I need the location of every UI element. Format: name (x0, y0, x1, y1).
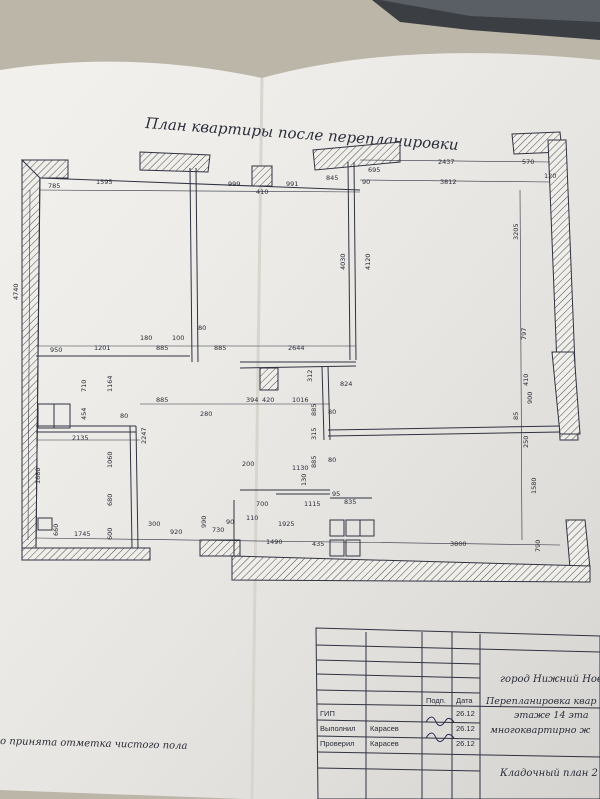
dim-label: 920 (170, 528, 182, 536)
dim-label: 1201 (94, 344, 111, 352)
dim-label: 410 (522, 374, 530, 386)
dim-label: 4120 (364, 253, 372, 270)
dim-label: 1595 (96, 178, 113, 186)
dimension-lines (27, 159, 561, 546)
dim-label: 700 (256, 500, 268, 508)
dimension-labels: 785 1595 999 410 991 845 695 2437 570 90… (12, 158, 556, 552)
dim-label: 790 (534, 540, 542, 552)
dim-label: 600 (106, 528, 114, 540)
name-performed: Карасев (370, 724, 399, 733)
dim-label: 280 (200, 410, 212, 418)
dim-label: 2135 (72, 434, 89, 442)
dim-label: 315 (310, 428, 318, 440)
column (259, 367, 279, 391)
interior-walls (35, 161, 561, 556)
dim-label: 300 (148, 520, 160, 528)
dim-label: 824 (340, 380, 352, 388)
date-performed: 26.12 (456, 724, 475, 733)
dim-label: 394 (246, 396, 258, 404)
dim-label: 991 (286, 180, 298, 188)
dim-label: 1130 (292, 464, 309, 472)
dim-label: 80 (328, 456, 336, 464)
dim-label: 680 (106, 494, 114, 506)
sheet-name: Кладочный план 2 (499, 768, 598, 779)
dim-label: 660 (52, 524, 60, 536)
dim-label: 1580 (530, 477, 538, 494)
dim-label: 120 (544, 172, 556, 180)
dim-label: 312 (306, 370, 314, 382)
fixtures (37, 403, 375, 557)
project-line-1: Перепланировка квар (485, 696, 596, 707)
dim-label: 180 (140, 334, 152, 342)
signature (425, 716, 455, 742)
dim-label: 1745 (74, 530, 91, 538)
dim-label: 730 (212, 526, 224, 534)
title-block (315, 627, 600, 799)
dim-label: 900 (526, 392, 534, 404)
role-performed: Выполнил (320, 724, 356, 733)
dim-label: 885 (310, 456, 318, 468)
role-checked: Проверил (320, 739, 355, 748)
role-gip: ГИП (320, 709, 335, 718)
dim-label: 1490 (266, 538, 283, 546)
dim-label: 130 (300, 474, 308, 486)
dim-label: 710 (80, 380, 88, 392)
dim-label: 110 (246, 514, 258, 522)
dim-label: 1680 (34, 467, 42, 484)
dim-label: 570 (522, 158, 534, 166)
dim-label: 1115 (304, 500, 321, 508)
dim-label: 2437 (438, 158, 455, 166)
dim-label: 435 (312, 540, 324, 548)
dim-label: 999 (228, 180, 240, 188)
dim-label: 250 (522, 436, 530, 448)
dim-label: 950 (50, 346, 62, 354)
title-block-city: город Нижний Новг (500, 674, 600, 685)
exterior-walls (20, 131, 591, 583)
project-line-3: многоквартирно ж (490, 725, 591, 736)
dim-label: 420 (262, 396, 274, 404)
dim-label: 3205 (512, 223, 520, 240)
title-block-header-sign: Подп. (426, 696, 446, 705)
dim-label: 2247 (140, 427, 148, 444)
dim-label: 4030 (339, 253, 347, 270)
dim-label: 797 (520, 328, 528, 340)
dim-label: 990 (200, 516, 208, 528)
dim-label: 1016 (292, 396, 309, 404)
dim-label: 95 (332, 490, 340, 498)
dim-label: 410 (256, 188, 268, 196)
name-checked: Карасев (370, 739, 399, 748)
dim-label: 785 (48, 182, 60, 190)
dim-label: 80 (120, 412, 128, 420)
dim-label: 80 (328, 408, 336, 416)
dim-label: 200 (242, 460, 254, 468)
date-gip: 26.12 (456, 709, 475, 718)
dim-label: 1164 (106, 375, 114, 392)
dim-label: 885 (310, 404, 318, 416)
dim-label: 3812 (440, 178, 457, 186)
dim-label: 1925 (278, 520, 295, 528)
dim-label: 80 (198, 324, 206, 332)
dim-label: 90 (226, 518, 234, 526)
dim-label: 4740 (12, 283, 20, 300)
dim-label: 885 (156, 396, 168, 404)
floor-note: о принята отметка чистого пола (0, 736, 188, 752)
dim-label: 885 (214, 344, 226, 352)
dim-label: 454 (80, 408, 88, 420)
dim-label: 85 (512, 412, 520, 420)
project-line-2: этаже 14 эта (514, 710, 589, 721)
dim-label: 2644 (288, 344, 305, 352)
dim-label: 3800 (450, 540, 467, 548)
dim-label: 845 (326, 174, 338, 182)
dim-label: 100 (172, 334, 184, 342)
dim-label: 695 (368, 166, 380, 174)
dim-label: 90 (362, 178, 370, 186)
date-checked: 26.12 (456, 739, 475, 748)
dim-label: 885 (156, 344, 168, 352)
dim-label: 835 (344, 498, 356, 506)
title-block-header-date: Дата (456, 696, 473, 705)
dim-label: 1060 (106, 451, 114, 468)
